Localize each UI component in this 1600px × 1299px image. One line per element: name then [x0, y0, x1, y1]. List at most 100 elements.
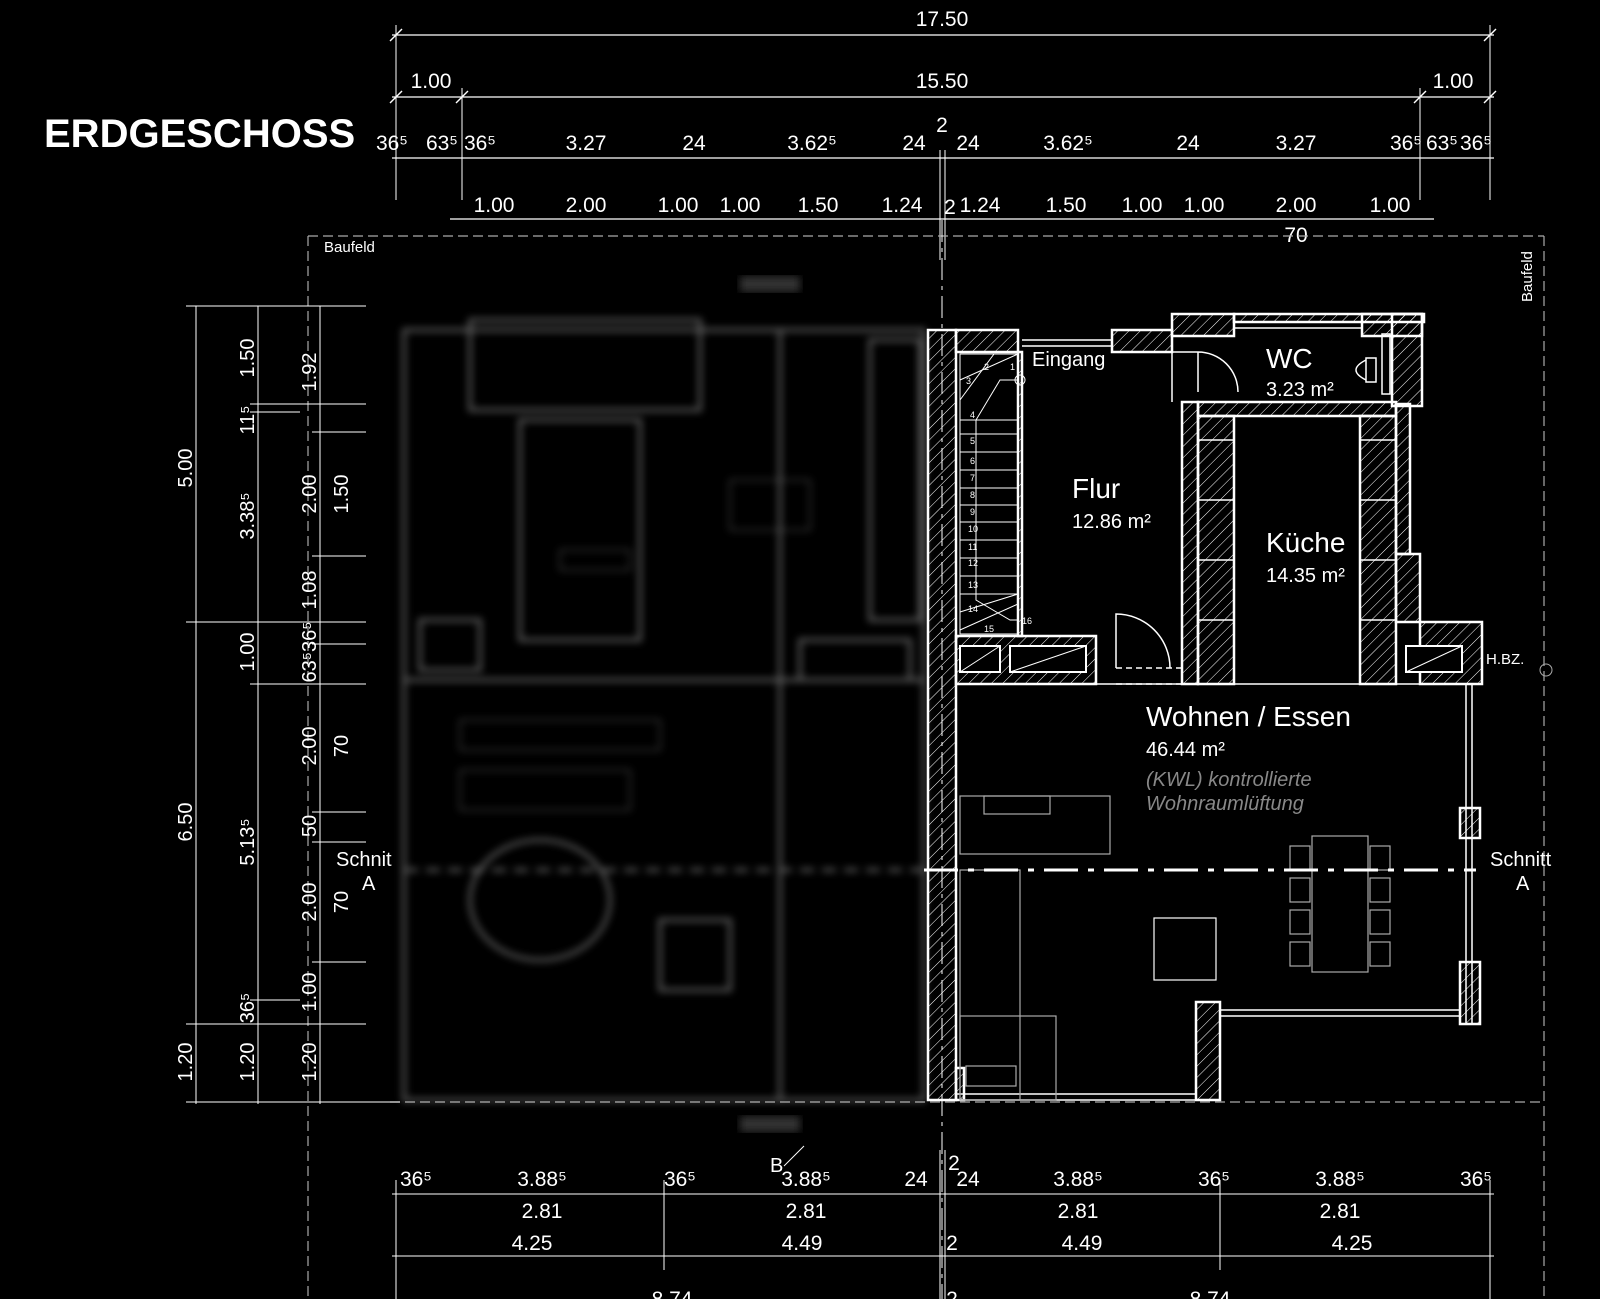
dim-label: 1.50 [237, 339, 259, 378]
dim-label: 24 [1176, 132, 1200, 155]
bottom-dim-row3: 4.25 4.49 2 4.49 4.25 [512, 1232, 1373, 1255]
dim-label: 24 [956, 1168, 980, 1191]
dim-label: 1.00 [411, 70, 452, 93]
room-note: Wohnraumlüftung [1146, 793, 1304, 815]
dim-label: 70 [331, 735, 353, 757]
dim-label: 1.20 [175, 1043, 197, 1082]
left-dim-col2: 1.50 11⁵ 3.38⁵ 1.00 5.13⁵ 36⁵ 1.20 [237, 339, 259, 1082]
step-number: 16 [1022, 616, 1032, 626]
step-number: 14 [968, 604, 978, 614]
schnitt-label: Schnit [336, 849, 392, 871]
step-number: 2 [984, 362, 989, 372]
hbz-label: H.BZ. [1486, 651, 1524, 668]
section-label-left: Schnit A [336, 849, 392, 895]
dim-label: 36⁵ [1460, 132, 1492, 155]
furniture [959, 795, 1391, 1101]
room-wohnen-essen: Wohnen / Essen 46.44 m² (KWL) kontrollie… [1146, 701, 1351, 815]
dim-label: 24 [904, 1168, 928, 1191]
baufeld-boundary [307, 235, 1545, 1299]
room-note: (KWL) kontrollierte [1146, 769, 1312, 791]
blurred-mark [740, 1116, 800, 1132]
step-number: 9 [970, 507, 975, 517]
dim-label: 1.24 [960, 194, 1001, 217]
dim-label: 1.00 [1370, 194, 1411, 217]
section-label-right: Schnitt A [1490, 849, 1552, 895]
room-name: WC [1266, 343, 1313, 374]
schnitt-label: Schnitt [1490, 849, 1552, 871]
dim-label: 1.92 [299, 353, 321, 392]
dim-label: 1.00 [474, 194, 515, 217]
dim-label: 63⁵ [1426, 132, 1458, 155]
room-area: 14.35 m² [1266, 565, 1345, 587]
section-b-mark [783, 1145, 805, 1167]
dim-label: 2 [946, 1232, 958, 1255]
dim-label: 2 [936, 114, 948, 137]
dim-label: 2.00 [299, 883, 321, 922]
dim-label: 2.00 [299, 475, 321, 514]
left-dim-col4: 1.50 70 70 [331, 475, 353, 914]
dim-label: 2.81 [786, 1200, 827, 1223]
dim-label: 24 [902, 132, 926, 155]
dim-label: 24 [682, 132, 706, 155]
dim-label: 4.49 [1062, 1232, 1103, 1255]
dim-label: 63⁵ [426, 132, 458, 155]
dim-label: 36⁵ [1460, 1168, 1492, 1191]
dim-label: 8.74 [1190, 1288, 1231, 1299]
dim-label: 3.88⁵ [1315, 1168, 1365, 1191]
dim-label: 4.25 [512, 1232, 553, 1255]
step-number: 10 [968, 524, 978, 534]
dim-label: 36⁵ [464, 132, 496, 155]
dim-label: 15.50 [916, 70, 969, 93]
dim-label: 1.20 [299, 1043, 321, 1082]
section-b-label: B [770, 1155, 783, 1177]
eingang-label: Eingang [1032, 349, 1105, 371]
room-name: Küche [1266, 527, 1345, 558]
interior-lines [956, 321, 1482, 1101]
dim-label: 1.08 [299, 571, 321, 610]
dim-label: 2.81 [1058, 1200, 1099, 1223]
top-dim-row2: 1.00 15.50 1.00 [411, 70, 1474, 93]
dim-label: 24 [956, 132, 980, 155]
step-number: 15 [984, 624, 994, 634]
step-number: 5 [970, 436, 975, 446]
dim-label: 5.00 [175, 449, 197, 488]
baufeld-label-top: Baufeld [324, 239, 375, 256]
dim-label: 70 [1284, 224, 1307, 247]
dim-label: 4.49 [782, 1232, 823, 1255]
dim-label: 2.81 [1320, 1200, 1361, 1223]
dim-label: 1.00 [1122, 194, 1163, 217]
step-number: 6 [970, 456, 975, 466]
dim-label: 36⁵ [376, 132, 408, 155]
dim-label: 36⁵ [1198, 1168, 1230, 1191]
room-area: 46.44 m² [1146, 739, 1225, 761]
dim-label: 5.13⁵ [237, 818, 259, 865]
bottom-dim-row4: 8.74 2 8.74 [652, 1288, 1231, 1299]
dim-label: 1.20 [237, 1043, 259, 1082]
top-dim-row3: 36⁵ 63⁵ 36⁵ 3.27 24 3.62⁵ 24 2 24 3.62⁵ … [376, 114, 1492, 155]
dim-label: 1.00 [237, 633, 259, 672]
dim-label: 1.00 [720, 194, 761, 217]
dim-label: 3.27 [566, 132, 607, 155]
top-dimension-lines [389, 25, 1497, 260]
dim-label: 11⁵ [237, 405, 259, 434]
step-number: 12 [968, 558, 978, 568]
top-dim-row4: 1.00 2.00 1.00 1.00 1.50 1.24 2 1.24 1.5… [474, 194, 1411, 219]
step-number: 4 [970, 410, 975, 420]
dim-label: 36⁵ [1390, 132, 1422, 155]
dim-label: 3.88⁵ [781, 1168, 831, 1191]
blurred-mark [740, 276, 800, 292]
dim-label: 3.88⁵ [1053, 1168, 1103, 1191]
dim-label: 2.81 [522, 1200, 563, 1223]
room-name: Flur [1072, 473, 1120, 504]
staircase [959, 353, 1026, 635]
room-wc: WC 3.23 m² [1266, 343, 1334, 401]
dim-label: 2 [946, 1288, 958, 1299]
dim-label: 2.00 [1276, 194, 1317, 217]
dim-label: 50 [299, 815, 321, 837]
dim-label: 63⁵36⁵ [299, 621, 321, 682]
room-area: 12.86 m² [1072, 511, 1151, 533]
room-name: Wohnen / Essen [1146, 701, 1351, 732]
dim-label: 3.62⁵ [787, 132, 837, 155]
dim-label: 3.88⁵ [517, 1168, 567, 1191]
dim-label: 1.00 [299, 973, 321, 1012]
